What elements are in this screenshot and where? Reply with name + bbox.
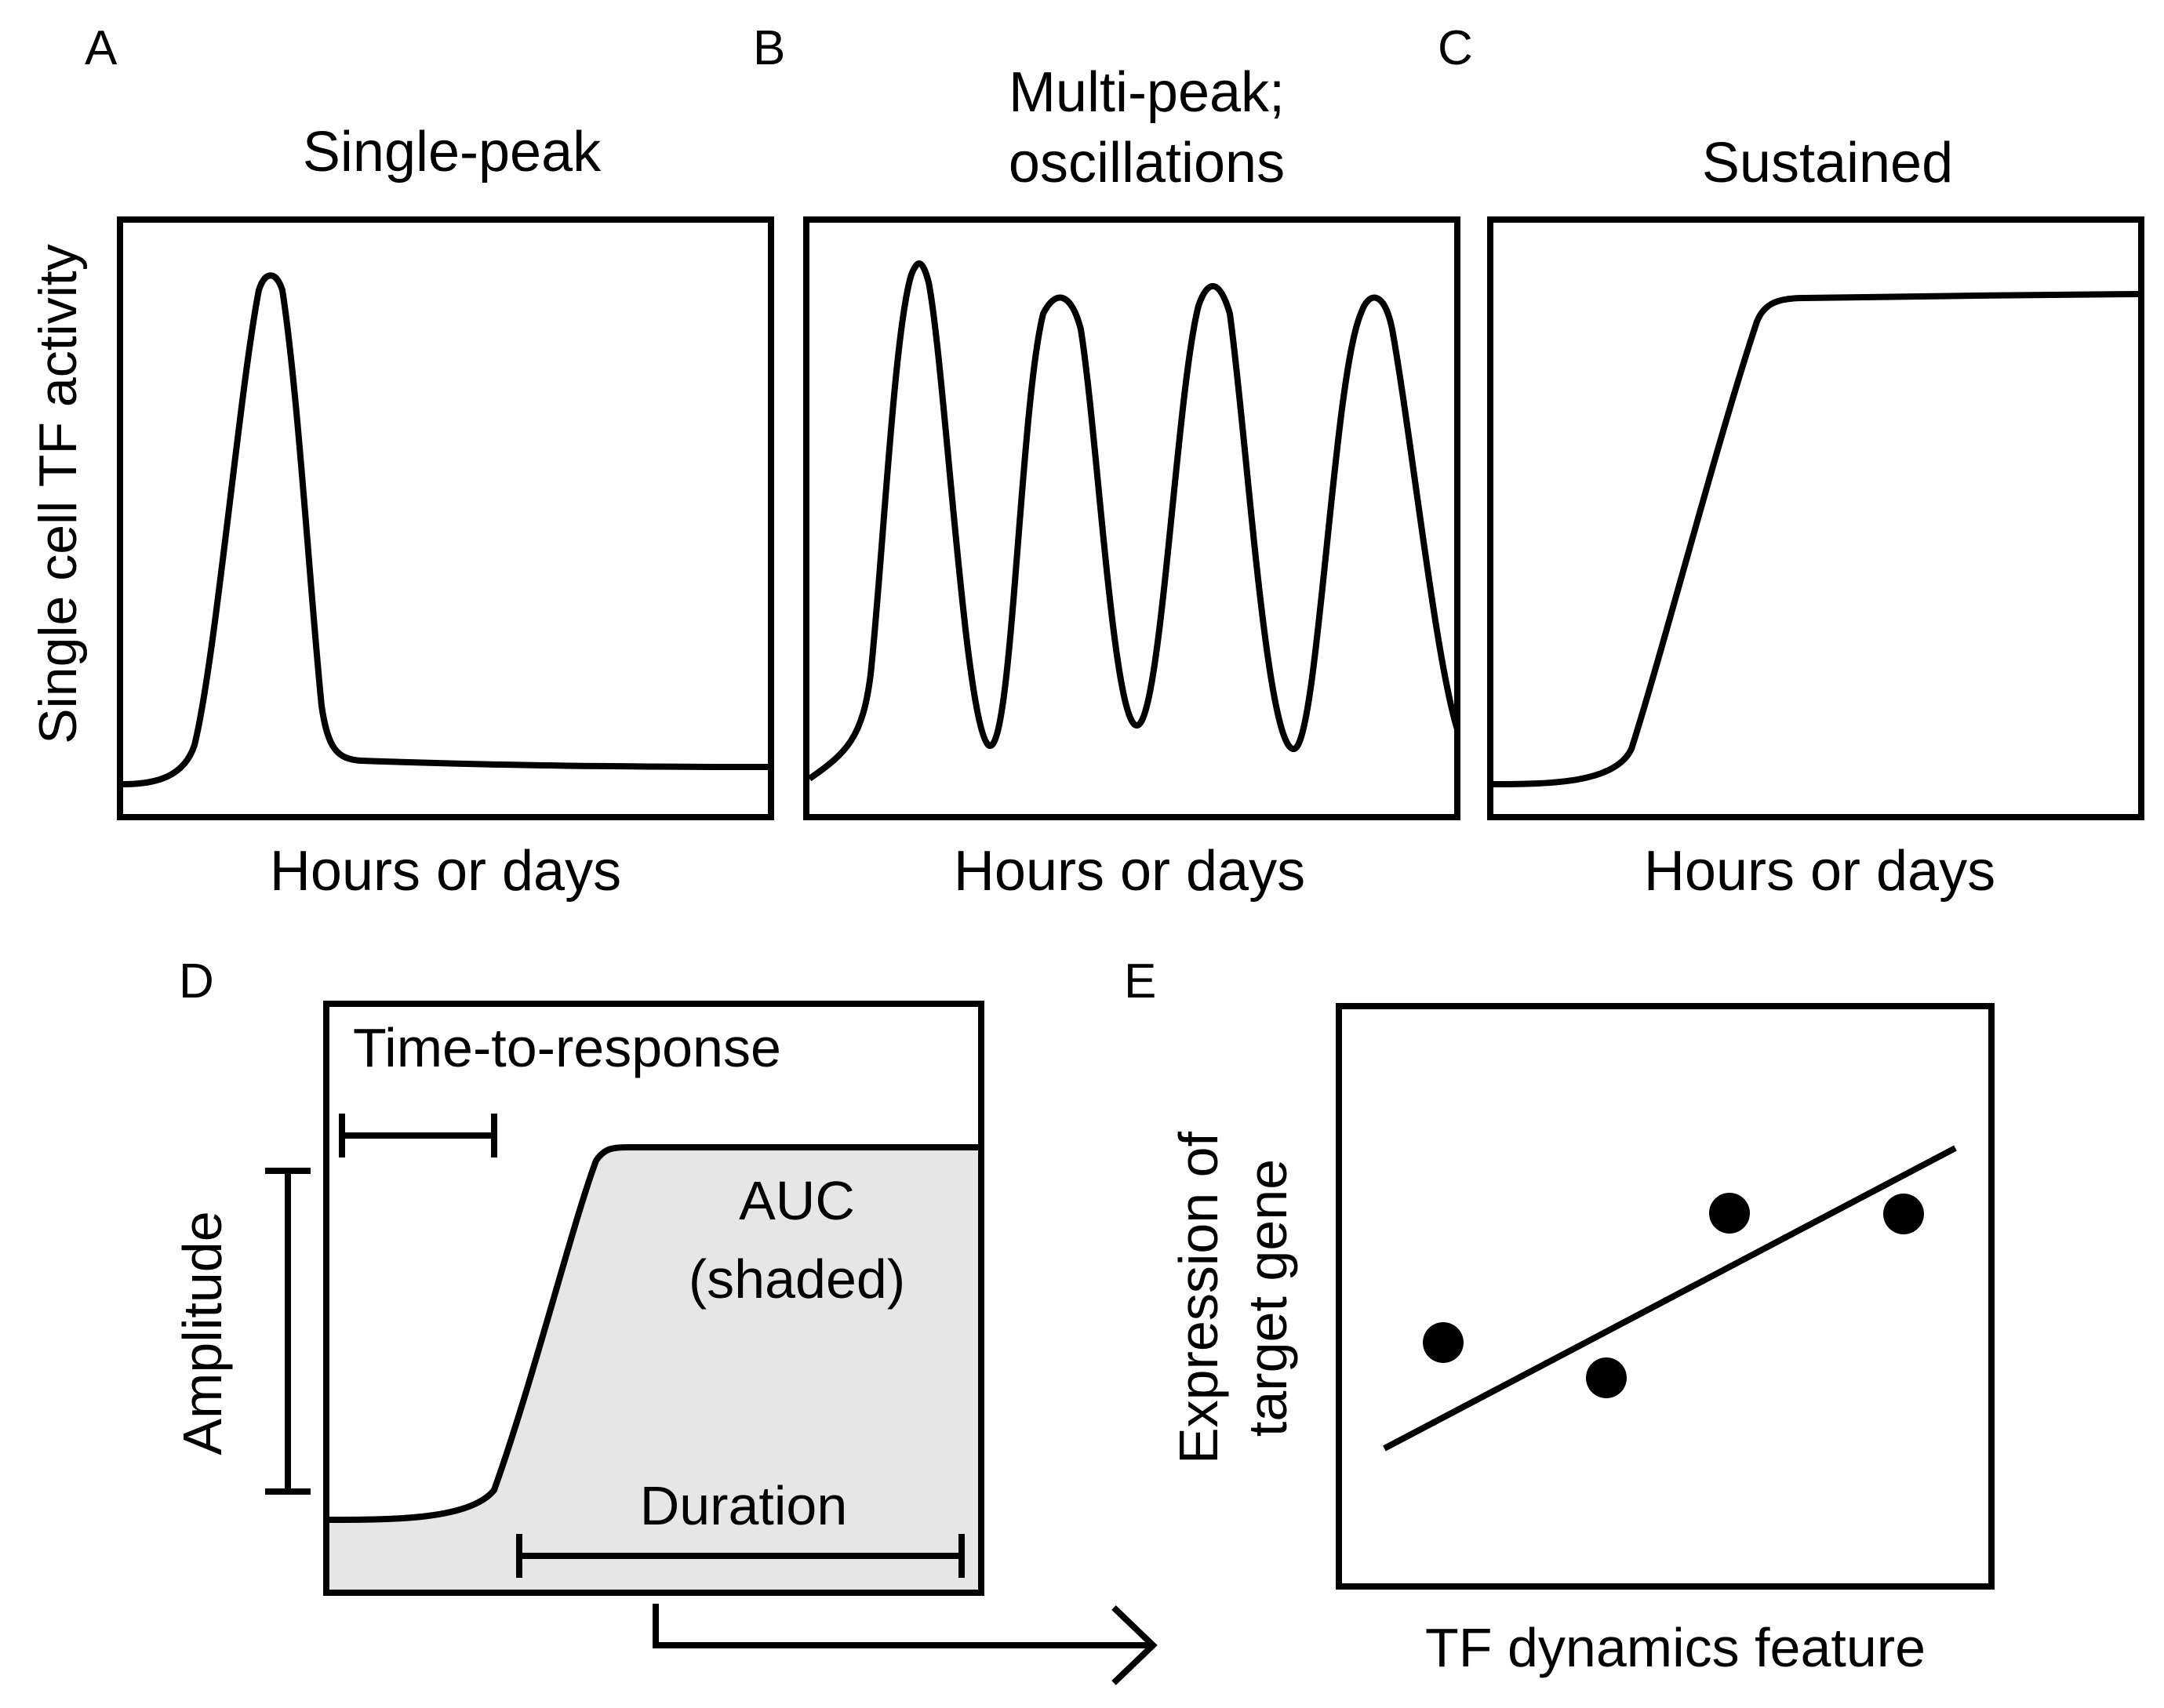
panel-e-data-point <box>1423 1322 1464 1363</box>
panel-e-data-point <box>1883 1194 1924 1234</box>
panel-c-sustained-curve <box>1493 291 2139 787</box>
panel-a-letter: A <box>85 21 118 75</box>
panel-d: D Time-to-response Amplitude AUC (shaded… <box>172 954 1158 1685</box>
panel-a-xlabel: Hours or days <box>270 840 621 903</box>
panel-e-trend-line <box>1383 1145 1957 1452</box>
duration-bracket <box>516 1534 965 1578</box>
panel-d-sustained-curve <box>329 1144 978 1523</box>
panel-c-plot-frame <box>1487 216 2144 820</box>
panel-e-data-point <box>1586 1357 1627 1398</box>
panel-d-auc-shaded-area <box>329 1147 978 1590</box>
panel-b: B Multi-peak; oscillations Hours or days <box>753 21 1460 903</box>
amplitude-label: Amplitude <box>172 1211 233 1455</box>
panel-e-ylabel-line1: Expression of <box>1168 1131 1229 1464</box>
panel-a-single-peak-curve <box>122 272 769 787</box>
amplitude-bracket <box>265 1168 311 1495</box>
panel-c-title: Sustained <box>1702 132 1953 194</box>
panel-c-xlabel: Hours or days <box>1644 840 1995 903</box>
panel-e-letter: E <box>1124 954 1156 1008</box>
time-to-response-label: Time-to-response <box>353 1017 781 1078</box>
panel-b-xlabel: Hours or days <box>954 840 1305 903</box>
panel-e-plot-frame <box>1336 1003 1995 1590</box>
panel-b-letter: B <box>753 21 785 75</box>
auc-label-line2: (shaded) <box>689 1248 905 1310</box>
panel-a: A Single-peak Hours or days <box>85 21 774 903</box>
time-to-response-bracket <box>339 1114 497 1157</box>
duration-label: Duration <box>640 1475 848 1536</box>
panel-d-plot-frame <box>323 1001 984 1596</box>
panel-e-ylabel-line2: target gene <box>1237 1159 1298 1437</box>
panel-d-letter: D <box>179 954 214 1008</box>
arrow-to-panel-e <box>653 1604 1158 1685</box>
panel-c: C Sustained Hours or days <box>1438 21 2144 903</box>
panel-a-plot-frame <box>117 216 774 820</box>
shared-ylabel: Single cell TF activity <box>28 244 88 743</box>
panel-a-title: Single-peak <box>303 121 602 184</box>
panel-e-xlabel: TF dynamics feature <box>1425 1617 1926 1678</box>
panel-b-title-line2: oscillations <box>1009 132 1285 194</box>
auc-label-line1: AUC <box>739 1170 855 1231</box>
panel-c-letter: C <box>1438 21 1473 75</box>
panel-e: E Expression of target gene TF dynamics … <box>1124 954 1995 1678</box>
panel-b-plot-frame <box>803 216 1460 820</box>
panel-e-data-point <box>1709 1193 1750 1234</box>
panel-b-title-line1: Multi-peak; <box>1009 61 1285 124</box>
panel-b-oscillation-curve <box>807 260 1460 782</box>
